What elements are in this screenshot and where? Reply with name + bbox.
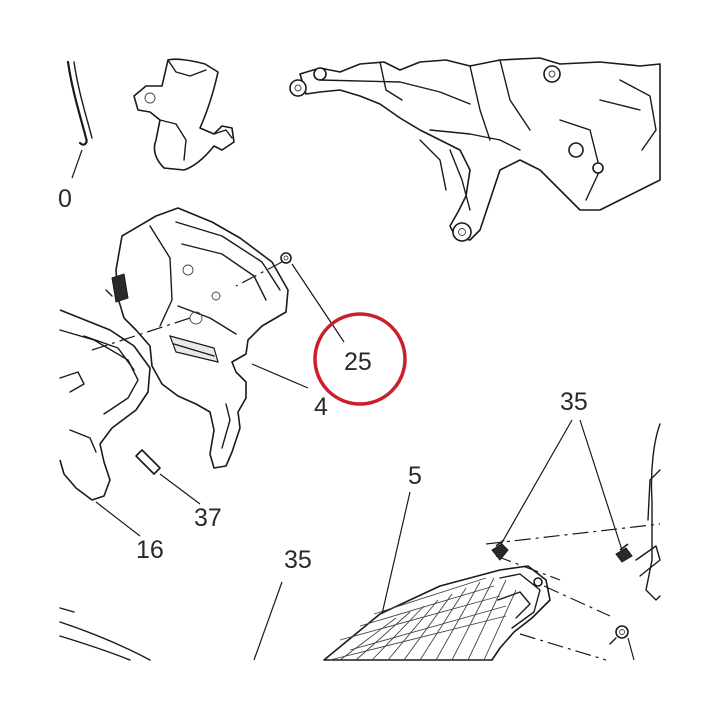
callout-16: 16 <box>136 536 164 564</box>
part-35-screw <box>609 625 635 661</box>
callout-35-right: 35 <box>560 388 588 416</box>
part-0-rod <box>66 60 93 179</box>
callout-0: 0 <box>58 185 72 213</box>
callout-4: 4 <box>314 393 328 421</box>
part-16-left-panel <box>59 309 191 537</box>
part-37-pin <box>135 449 201 505</box>
frame-assembly <box>289 57 661 242</box>
callout-5: 5 <box>408 462 422 490</box>
upper-left-bracket <box>133 58 235 171</box>
leader-35-right-b <box>579 419 623 551</box>
right-side-component <box>485 423 661 661</box>
callout-35-left: 35 <box>284 546 312 574</box>
part-35-clip-right <box>615 543 633 563</box>
callout-25: 25 <box>344 348 372 376</box>
callout-37: 37 <box>194 504 222 532</box>
lower-left-fairing <box>59 581 283 661</box>
leader-35-right-a <box>499 419 573 547</box>
part-5-radiator-grille <box>323 491 551 661</box>
part-4-side-cover <box>105 207 309 469</box>
part-25-bolt <box>235 252 345 343</box>
highlight-circle <box>313 312 407 406</box>
grille-mesh <box>329 577 517 661</box>
